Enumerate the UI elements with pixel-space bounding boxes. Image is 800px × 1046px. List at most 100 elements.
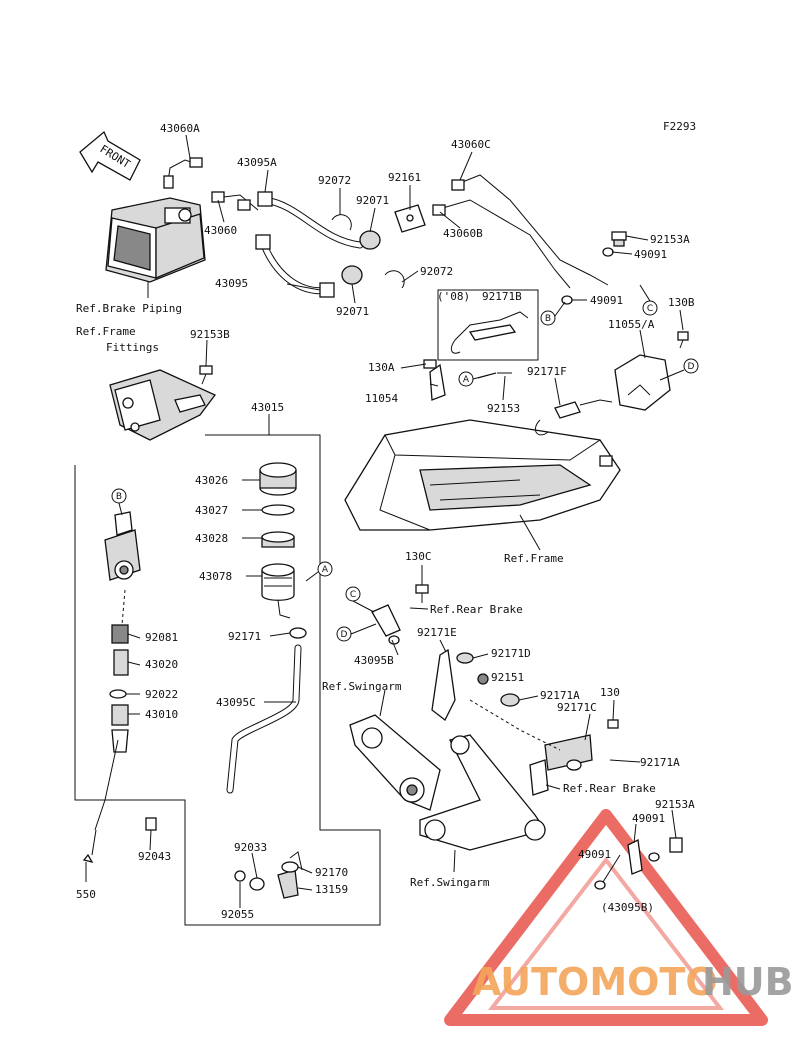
label-43010: 43010 xyxy=(145,708,178,721)
label-130B: 130B xyxy=(668,296,695,309)
hose-43095 xyxy=(255,234,335,298)
label-43095A: 43095A xyxy=(237,156,277,169)
label-49091-bottom-1: 49091 xyxy=(632,812,665,825)
callout-C-lower: C xyxy=(345,586,361,602)
rear-frame xyxy=(344,419,621,531)
brake-pipe-43060 xyxy=(211,191,259,211)
washer-49091-mid xyxy=(561,295,573,305)
label-43060: 43060 xyxy=(204,224,237,237)
label-92043: 92043 xyxy=(138,850,171,863)
label-43095B: 43095B xyxy=(354,654,394,667)
bolt-92153A-bottom xyxy=(669,837,683,853)
label-49091-bottom-2: 49091 xyxy=(578,848,611,861)
label-43095C: 43095C xyxy=(216,696,256,709)
clamp-92170 xyxy=(281,861,299,873)
label-43020: 43020 xyxy=(145,658,178,671)
fitting-13159 xyxy=(277,851,303,899)
ref-rear-brake-label-2: Ref.Rear Brake xyxy=(563,782,656,795)
rear-brake-reservoir-bracket xyxy=(529,759,549,796)
label-92033: 92033 xyxy=(234,841,267,854)
bracket-11055A xyxy=(614,354,671,411)
label-92071-lower: 92071 xyxy=(336,305,369,318)
label-92171A-upper: 92171A xyxy=(540,689,580,702)
callout-A-leader xyxy=(472,372,497,380)
label-92171C: 92171C xyxy=(557,701,597,714)
callout-B-upper: B xyxy=(540,310,556,326)
svg-text:A: A xyxy=(463,375,470,385)
callout-C-upper: C xyxy=(642,300,658,316)
bolt-130 xyxy=(607,719,619,729)
watermark-text-orange: AUTOMOTO xyxy=(472,960,718,1004)
callout-A-lower: A xyxy=(317,561,333,577)
clip-92072-lower xyxy=(384,270,405,289)
master-cylinder-body xyxy=(104,511,141,581)
clamp-92071-upper xyxy=(359,230,381,250)
bolt-92153A-top xyxy=(611,231,627,247)
reservoir-cap-43026 xyxy=(259,462,297,496)
brake-pipe-43060B xyxy=(432,199,571,289)
label-92072-upper: 92072 xyxy=(318,174,351,187)
figure-code: F2293 xyxy=(663,120,696,133)
label-92170: 92170 xyxy=(315,866,348,879)
label-92171D: 92171D xyxy=(491,647,531,660)
label-92171B: 92171B xyxy=(482,290,522,303)
callout-A-lower-leader xyxy=(305,571,319,582)
label-92055: 92055 xyxy=(221,908,254,921)
dashed-route-rear xyxy=(469,699,561,751)
reservoir-43078 xyxy=(261,563,295,619)
label-43060B: 43060B xyxy=(443,227,483,240)
label-92071-upper: 92071 xyxy=(356,194,389,207)
ref-rear-brake-label-1: Ref.Rear Brake xyxy=(430,603,523,616)
bolt-92153B xyxy=(199,365,213,385)
label-43015: 43015 xyxy=(251,401,284,414)
label-43060C: 43060C xyxy=(451,138,491,151)
bracket-92171C xyxy=(544,734,593,771)
brake-pipe-43060C xyxy=(451,174,609,286)
label-43078: 43078 xyxy=(199,570,232,583)
ref-swingarm-label-1: Ref.Swingarm xyxy=(322,680,402,693)
bracket-11054 xyxy=(423,359,446,401)
label-11055A: 11055/A xyxy=(608,318,655,331)
oring-92055 xyxy=(234,870,246,882)
label-43026: 43026 xyxy=(195,474,228,487)
ref-swingarm-label-2: Ref.Swingarm xyxy=(410,876,490,889)
clamp-92171 xyxy=(289,627,307,639)
hose-joint-43095B xyxy=(371,604,401,645)
callout-B-leader xyxy=(554,301,566,317)
svg-text:B: B xyxy=(116,492,122,502)
callout-D-lower: D xyxy=(336,626,352,642)
box-08-model xyxy=(437,289,539,361)
label-130: 130 xyxy=(600,686,620,699)
clip-92072-upper xyxy=(331,214,352,231)
label-92171E: 92171E xyxy=(417,626,457,639)
pushrod-43010 xyxy=(111,704,129,753)
callout-D-upper: D xyxy=(683,358,699,374)
hose-43095A xyxy=(257,191,364,249)
callout-D-upper-leader xyxy=(659,369,685,381)
label-92151: 92151 xyxy=(491,671,524,684)
piston-43020 xyxy=(113,649,129,676)
ref-brake-piping-label: Ref.Brake Piping xyxy=(76,302,182,315)
callout-C-leader xyxy=(352,600,375,613)
diaphragm-43028 xyxy=(261,531,295,548)
bolt-130B xyxy=(677,331,689,349)
label-92171A-lower: 92171A xyxy=(640,756,680,769)
callout-A-upper: A xyxy=(458,371,474,387)
ring-92022 xyxy=(109,689,127,699)
label-49091-top: 49091 xyxy=(634,248,667,261)
bolt-130C xyxy=(415,584,429,603)
washer-49091-top xyxy=(602,247,614,257)
pin-92043 xyxy=(145,817,157,831)
cotter-pin-550 xyxy=(82,829,97,864)
piston-spring-92081 xyxy=(111,624,129,644)
ref-frame-fittings-label-1: Ref.Frame xyxy=(76,325,136,338)
hose-43095C xyxy=(226,644,302,794)
clamp-92071-lower xyxy=(341,265,363,285)
label-43028: 43028 xyxy=(195,532,228,545)
ref-frame-label: Ref.Frame xyxy=(504,552,564,565)
svg-text:C: C xyxy=(647,304,653,314)
label-11054: 11054 xyxy=(365,392,398,405)
callout-B-lower: B xyxy=(111,488,127,504)
